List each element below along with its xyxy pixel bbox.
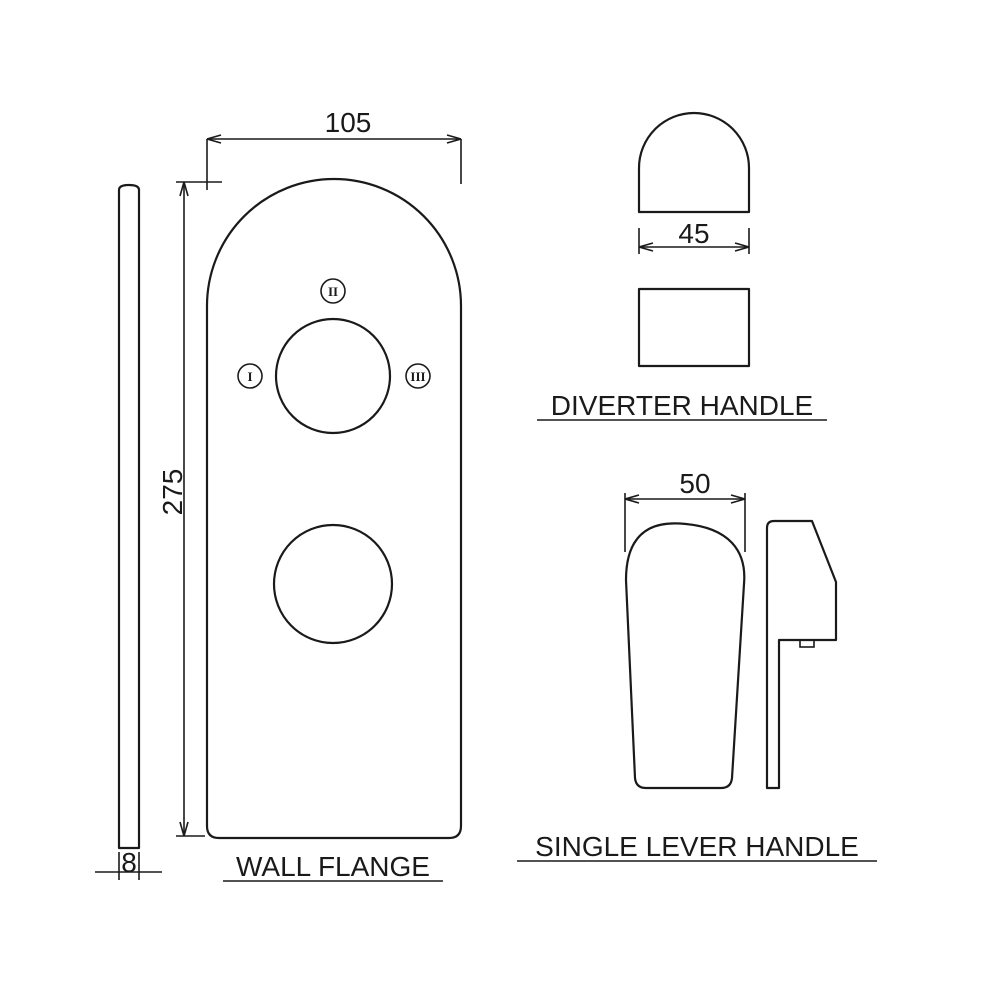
flange-side-profile xyxy=(117,183,141,850)
lever-front-view xyxy=(624,522,746,790)
wall-flange-group: 8 275 105 I II xyxy=(95,107,463,882)
position-marker-iii: III xyxy=(405,363,431,389)
lever-side-view xyxy=(765,519,838,790)
diverter-width-label: 45 xyxy=(678,218,709,249)
position-label-i: I xyxy=(247,369,252,384)
diverter-width-dimension: 45 xyxy=(638,218,750,254)
thickness-dim-label: 8 xyxy=(121,847,137,878)
diverter-hole xyxy=(274,317,392,435)
mixer-hole xyxy=(272,523,394,645)
position-marker-i: I xyxy=(237,363,263,389)
flange-plate-outline xyxy=(205,177,463,840)
lever-width-dimension: 50 xyxy=(624,468,746,552)
single-lever-caption: SINGLE LEVER HANDLE xyxy=(535,831,859,862)
thickness-dimension: 8 xyxy=(95,847,162,880)
diverter-handle-caption: DIVERTER HANDLE xyxy=(551,390,813,421)
wall-flange-caption: WALL FLANGE xyxy=(236,851,430,882)
lever-width-label: 50 xyxy=(679,468,710,499)
diverter-side-view xyxy=(637,287,751,368)
position-marker-ii: II xyxy=(320,278,346,304)
single-lever-handle-group: 50 SINGLE LEVER HANDLE xyxy=(517,468,877,862)
height-dimension: 275 xyxy=(157,181,222,837)
height-dim-label: 275 xyxy=(157,469,188,516)
position-label-iii: III xyxy=(410,369,425,384)
diverter-front-view xyxy=(637,111,751,214)
width-dimension: 105 xyxy=(206,107,462,190)
position-label-ii: II xyxy=(328,284,338,299)
width-dim-label: 105 xyxy=(325,107,372,138)
diverter-handle-group: 45 DIVERTER HANDLE xyxy=(537,111,827,421)
